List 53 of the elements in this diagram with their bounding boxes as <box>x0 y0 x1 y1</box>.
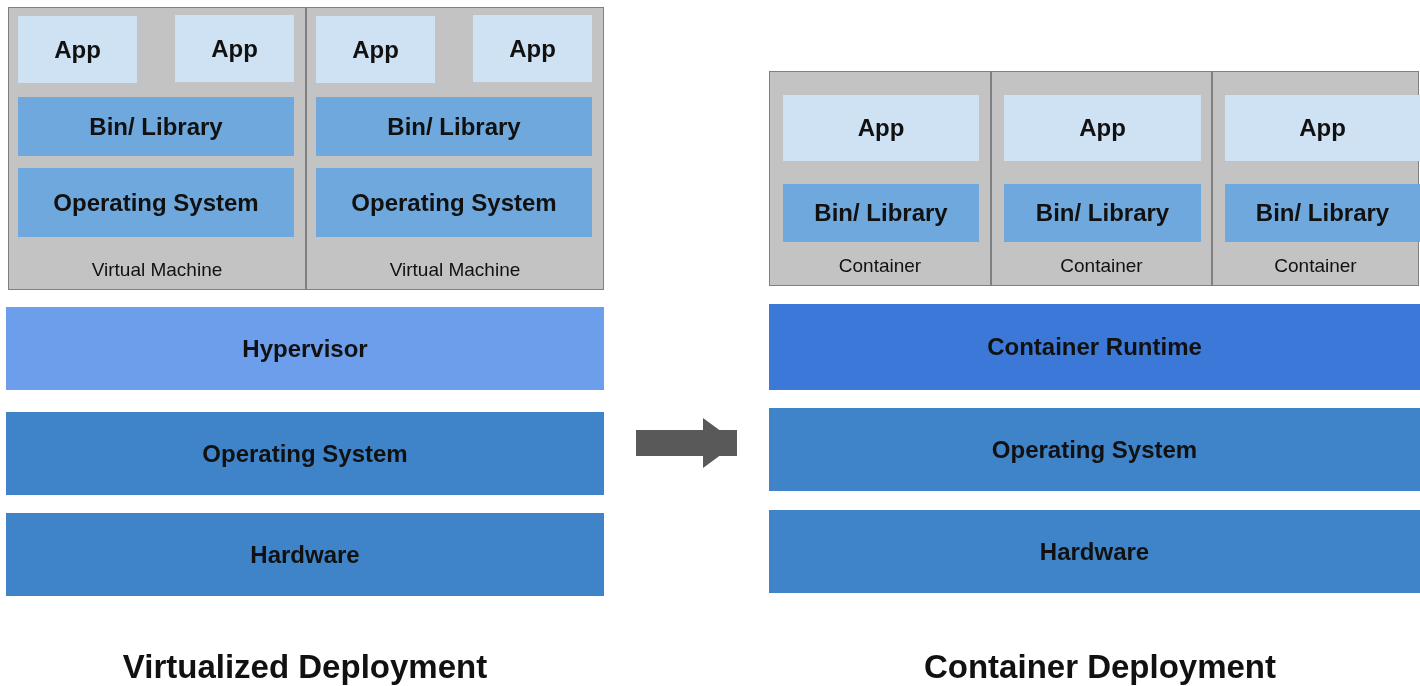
layer-label: Container Runtime <box>987 333 1202 361</box>
app-layer-box <box>1225 95 1420 161</box>
layer-label: App <box>211 34 258 63</box>
layer-box <box>316 97 592 156</box>
app-layer-box <box>18 16 137 83</box>
layer-box <box>1225 184 1420 242</box>
layer-label: Operating System <box>53 188 259 217</box>
machine-frame <box>769 71 991 286</box>
layer-bar <box>6 513 604 596</box>
layer-label: App <box>509 34 556 63</box>
layer-label: Hardware <box>250 540 360 569</box>
frame-caption: Container <box>838 255 922 278</box>
layer-box <box>1004 184 1201 242</box>
hypervisor-bar <box>6 307 604 390</box>
layer-label: Operating System <box>991 435 1198 464</box>
layer-box <box>18 97 294 156</box>
layer-label: Bin/ Library <box>89 112 223 141</box>
app-layer-box <box>316 16 435 83</box>
layer-bar <box>769 510 1420 593</box>
layer-label: Hypervisor <box>242 334 368 363</box>
transition-arrow <box>636 418 737 468</box>
layer-box <box>316 168 592 237</box>
layer-label: App <box>857 114 905 142</box>
layer-label: App <box>352 35 399 64</box>
machine-frame <box>8 7 306 290</box>
layer-label: Bin/ Library <box>387 112 521 141</box>
frame-caption: Container <box>1274 255 1357 278</box>
section-title: Virtualized Deployment <box>122 648 488 686</box>
layer-label: Bin/ Library <box>1035 199 1170 227</box>
app-layer-box <box>783 95 979 161</box>
layer-label: Hardware <box>1039 537 1150 566</box>
layer-label: Bin/ Library <box>1255 199 1390 227</box>
layer-label: Bin/ Library <box>814 199 948 227</box>
layer-box <box>783 184 979 242</box>
app-layer-box <box>175 15 294 82</box>
layer-label: Operating System <box>202 439 408 468</box>
machine-frame <box>991 71 1212 286</box>
layer-bar <box>769 408 1420 491</box>
layer-label: App <box>1079 114 1126 142</box>
layer-label: Operating System <box>351 188 557 217</box>
machine-frame <box>1212 71 1419 286</box>
layer-bar <box>6 412 604 495</box>
frame-caption: Virtual Machine <box>389 259 521 282</box>
app-layer-box <box>473 15 592 82</box>
machine-frame <box>306 7 604 290</box>
layer-box <box>18 168 294 237</box>
frame-caption: Container <box>1060 255 1143 278</box>
layer-label: App <box>1299 114 1346 142</box>
app-layer-box <box>1004 95 1201 161</box>
section-title: Container Deployment <box>924 648 1276 686</box>
runtime-bar <box>769 304 1420 390</box>
layer-label: App <box>54 35 101 64</box>
frame-caption: Virtual Machine <box>91 259 223 282</box>
